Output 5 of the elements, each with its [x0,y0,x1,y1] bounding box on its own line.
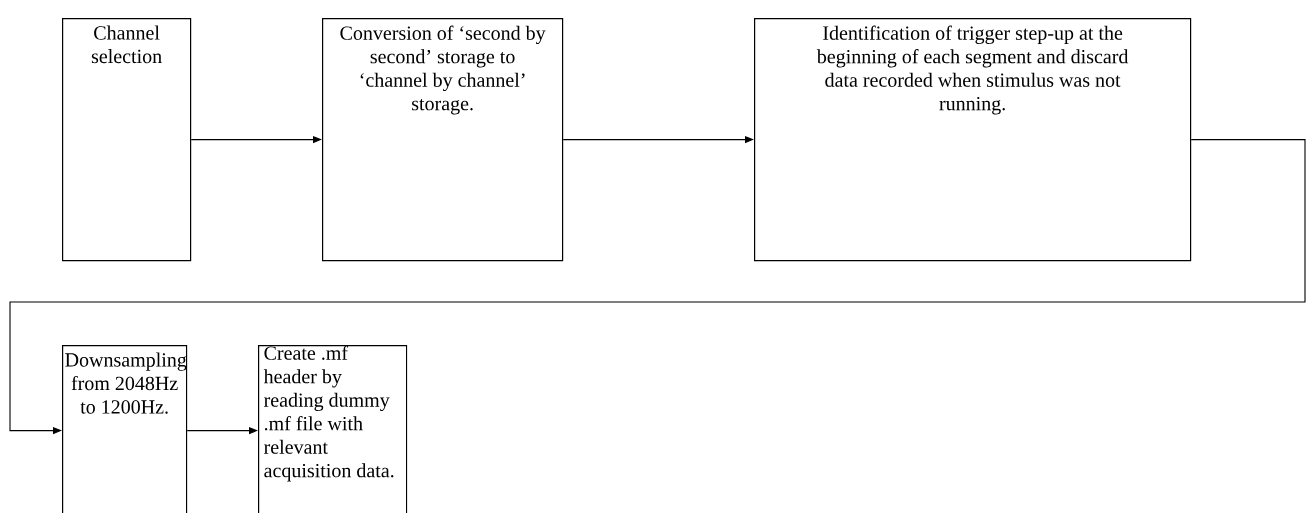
process-box: Channel selection [62,18,192,262]
process-box: Identification of trigger step-up at the beginning of each segment and discard data recorded when stimulus was not running. [754,18,1192,262]
process-box: Create .mf header by reading dummy .mf file with relevant acquisition data. [258,345,408,513]
process-box: Conversion of ‘second by second’ storage to ‘channel by channel’ storage. [322,18,564,262]
process-box: Downsampling from 2048Hz to 1200Hz. [62,345,188,513]
